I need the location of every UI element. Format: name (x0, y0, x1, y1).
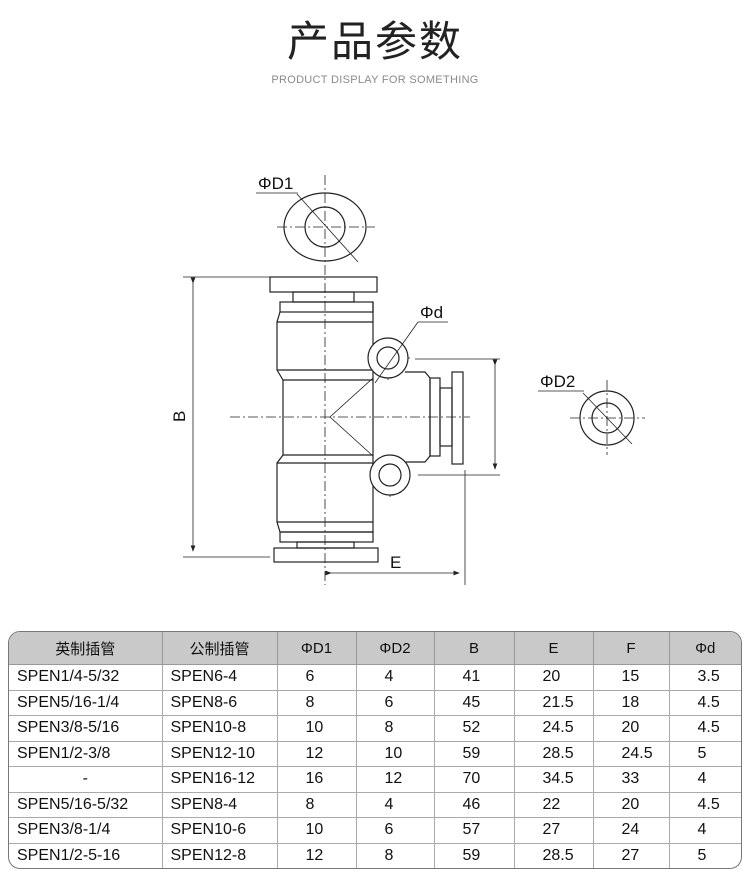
table-cell: SPEN5/16-5/32 (9, 792, 163, 818)
table-cell: 4 (356, 792, 435, 818)
table-cell: 4.5 (669, 792, 741, 818)
table-cell: 57 (434, 817, 515, 844)
table-cell: 10 (277, 817, 357, 844)
table-cell: 4 (356, 664, 435, 691)
table-cell: 16 (277, 766, 357, 793)
table-cell: 15 (593, 664, 670, 691)
table-cell: 24.5 (593, 741, 670, 767)
column-header: ΦD2 (356, 632, 435, 665)
table-cell: 4.5 (669, 715, 741, 742)
table-cell: 21.5 (514, 690, 594, 716)
table-cell: SPEN1/4-5/32 (9, 664, 163, 691)
column-header: Φd (669, 632, 741, 665)
table-cell: SPEN8-6 (162, 690, 278, 716)
table-cell: 8 (277, 690, 357, 716)
d1-end-view (256, 192, 367, 263)
table-cell: 8 (277, 792, 357, 818)
table-cell: 12 (356, 766, 435, 793)
d-ports (367, 321, 448, 496)
table-cell: 24.5 (514, 715, 594, 742)
table-cell: SPEN10-6 (162, 817, 278, 844)
page-title: 产品参数 (286, 17, 463, 66)
label-e: E (390, 553, 401, 572)
table-cell: 3.5 (669, 664, 741, 691)
table-cell: SPEN16-12 (162, 766, 278, 793)
column-header: E (514, 632, 594, 665)
label-d2: ΦD2 (540, 372, 575, 391)
table-cell: 52 (434, 715, 515, 742)
table-cell: 20 (514, 664, 594, 691)
table-cell: - (9, 766, 163, 793)
table-cell: SPEN3/8-1/4 (9, 817, 163, 844)
table-cell: 33 (593, 766, 670, 793)
table-cell: SPEN12-8 (162, 843, 278, 868)
label-d1: ΦD1 (258, 174, 293, 193)
table-cell: 6 (356, 690, 435, 716)
page-subtitle: PRODUCT DISPLAY FOR SOMETHING (271, 74, 479, 86)
table-cell: 6 (356, 817, 435, 844)
column-header: 英制插管 (9, 632, 163, 665)
table-cell: SPEN1/2-3/8 (9, 741, 163, 767)
table-cell: 59 (434, 741, 515, 767)
table-cell: 4 (669, 766, 741, 793)
label-d: Φd (420, 303, 443, 322)
table-cell: 12 (277, 741, 357, 767)
table-cell: 20 (593, 715, 670, 742)
table-cell: 28.5 (514, 843, 594, 868)
column-header: B (434, 632, 515, 665)
table-cell: 4.5 (669, 690, 741, 716)
table-cell: 12 (277, 843, 357, 868)
table-cell: 59 (434, 843, 515, 868)
d2-end-view (538, 390, 635, 446)
table-cell: 10 (277, 715, 357, 742)
table-cell: SPEN1/2-5-16 (9, 843, 163, 868)
dimension-lines (183, 276, 500, 585)
table-cell: SPEN3/8-5/16 (9, 715, 163, 742)
table-cell: 20 (593, 792, 670, 818)
table-cell: 34.5 (514, 766, 594, 793)
table-cell: 5 (697, 846, 707, 864)
table-cell: SPEN6-4 (162, 664, 278, 691)
table-cell: SPEN10-8 (162, 715, 278, 742)
table-cell: 27 (593, 843, 670, 868)
dimension-labels: ΦD1 Φd ΦD2 B E (170, 174, 575, 572)
tee-body (269, 276, 464, 563)
table-cell: 22 (514, 792, 594, 818)
table-cell: 8 (356, 843, 435, 868)
table-cell: 70 (434, 766, 515, 793)
table-cell: 18 (593, 690, 670, 716)
table-cell: SPEN8-4 (162, 792, 278, 818)
table-cell: 27 (514, 817, 594, 844)
table-cell: 10 (356, 741, 435, 767)
table-cell: 5 (669, 741, 741, 767)
column-header: ΦD1 (277, 632, 357, 665)
table-cell: 46 (434, 792, 515, 818)
table-cell: SPEN12-10 (162, 741, 278, 767)
table-cell: SPEN5/16-1/4 (9, 690, 163, 716)
table-cell: 6 (277, 664, 357, 691)
table-cell: 8 (356, 715, 435, 742)
technical-drawing: ΦD1 Φd ΦD2 B E (170, 174, 645, 585)
column-header: 公制插管 (162, 632, 278, 665)
table-cell: 24 (593, 817, 670, 844)
column-header: F (593, 632, 670, 665)
table-cell: 28.5 (514, 741, 594, 767)
table-cell: 41 (434, 664, 515, 691)
table-cell: 4 (669, 817, 741, 844)
table-cell: 45 (434, 690, 515, 716)
label-b: B (170, 411, 189, 422)
